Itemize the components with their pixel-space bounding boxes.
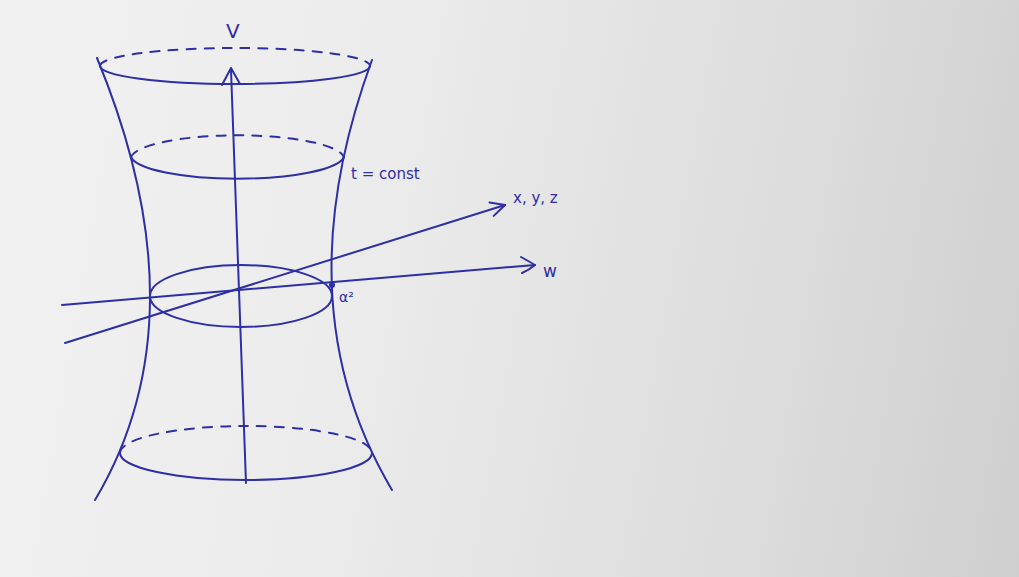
arrow-head <box>490 203 506 216</box>
curve-label: t = const <box>351 166 420 183</box>
axis-line <box>62 265 535 305</box>
hyperboloid-edge <box>95 58 150 500</box>
ellipse-back <box>120 426 372 453</box>
ellipse-back <box>131 135 344 157</box>
arrow-head <box>222 68 240 85</box>
ellipse-back <box>100 48 370 66</box>
point-label: α² <box>339 290 354 305</box>
ellipse-back <box>150 265 332 296</box>
axis-line <box>65 205 505 343</box>
ellipse-front <box>131 157 344 179</box>
axis-label: x, y, z <box>513 190 558 207</box>
axis-label: V <box>226 20 240 42</box>
arrow-head <box>521 257 535 273</box>
hyperboloid-edge <box>332 60 393 490</box>
axis-label: w <box>543 262 557 281</box>
point-dot <box>329 282 335 288</box>
axis-line <box>231 70 246 483</box>
ellipse-front <box>100 66 370 84</box>
